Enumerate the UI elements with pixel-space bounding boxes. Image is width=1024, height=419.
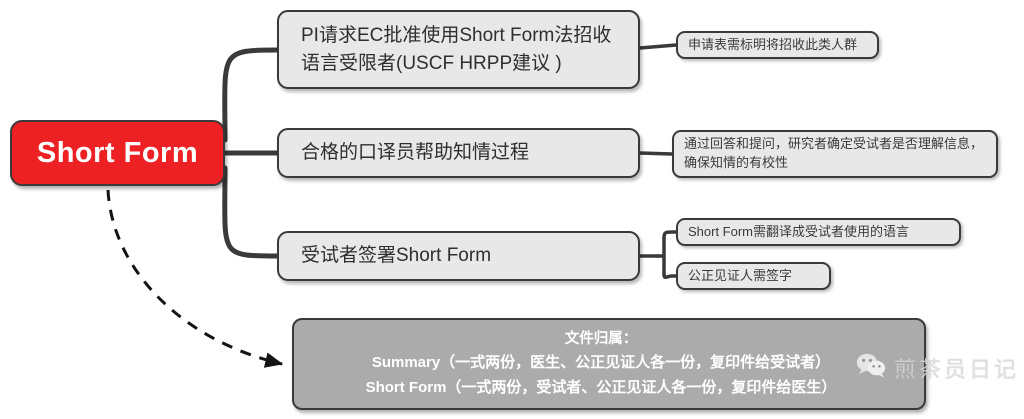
leaf-node-3a-label: Short Form需翻译成受试者使用的语言 <box>688 223 910 239</box>
connector-root-branch-1 <box>222 47 280 143</box>
watermark-text: 煎茶员日记 <box>894 357 1020 382</box>
summary-line-short-form: Short Form（一式两份，受试者、公正见证人各一份，复印件给医生） <box>365 378 837 396</box>
leaf-node-2-label: 通过回答和提问，研究者确定受试者是否理解信息，确保知情的有校性 <box>684 136 984 170</box>
leaf-node-1-label: 申请表需标明将招收此类人群 <box>688 36 858 52</box>
leaf-node-1[interactable]: 申请表需标明将招收此类人群 <box>676 31 879 59</box>
leaf-node-3a[interactable]: Short Form需翻译成受试者使用的语言 <box>676 218 961 246</box>
summary-line-summary: Summary（一式两份，医生、公正见证人各一份，复印件给受试者） <box>371 354 831 372</box>
branch-node-1-label: PI请求EC批准使用Short Form法招收语言受限者(USCF HRPP建议… <box>301 24 612 74</box>
branch-node-3-label: 受试者签署Short Form <box>301 245 492 267</box>
branch-node-3[interactable]: 受试者签署Short Form <box>277 231 640 281</box>
leaf-node-3b-label: 公正见证人需签字 <box>688 267 793 283</box>
summary-line-title: 文件归属： <box>564 331 638 347</box>
connector-branch-1-leaf-1 <box>638 43 678 50</box>
connector-branch-3-bracket <box>656 236 666 276</box>
connector-branch-2-leaf-2 <box>638 151 674 156</box>
connector-dashed-summary <box>106 189 284 368</box>
branch-node-1[interactable]: PI请求EC批准使用Short Form法招收语言受限者(USCF HRPP建议… <box>277 10 640 89</box>
branch-node-2[interactable]: 合格的口译员帮助知情过程 <box>277 128 640 178</box>
wechat-icon <box>856 353 886 383</box>
leaf-node-2[interactable]: 通过回答和提问，研究者确定受试者是否理解信息，确保知情的有校性 <box>672 130 998 178</box>
leaf-node-3b[interactable]: 公正见证人需签字 <box>676 262 831 290</box>
root-node-label: Short Form <box>36 136 199 169</box>
connector-branch-3-bracket-bottom <box>662 272 678 280</box>
connector-branch-3-bracket-top <box>656 230 678 258</box>
root-node-short-form[interactable]: Short Form <box>10 120 225 186</box>
summary-box[interactable]: 文件归属： Summary（一式两份，医生、公正见证人各一份，复印件给受试者） … <box>292 318 926 410</box>
branch-node-2-label: 合格的口译员帮助知情过程 <box>301 142 530 164</box>
connector-root-branch-3 <box>222 165 280 259</box>
watermark: 煎茶员日记 <box>856 352 1019 384</box>
